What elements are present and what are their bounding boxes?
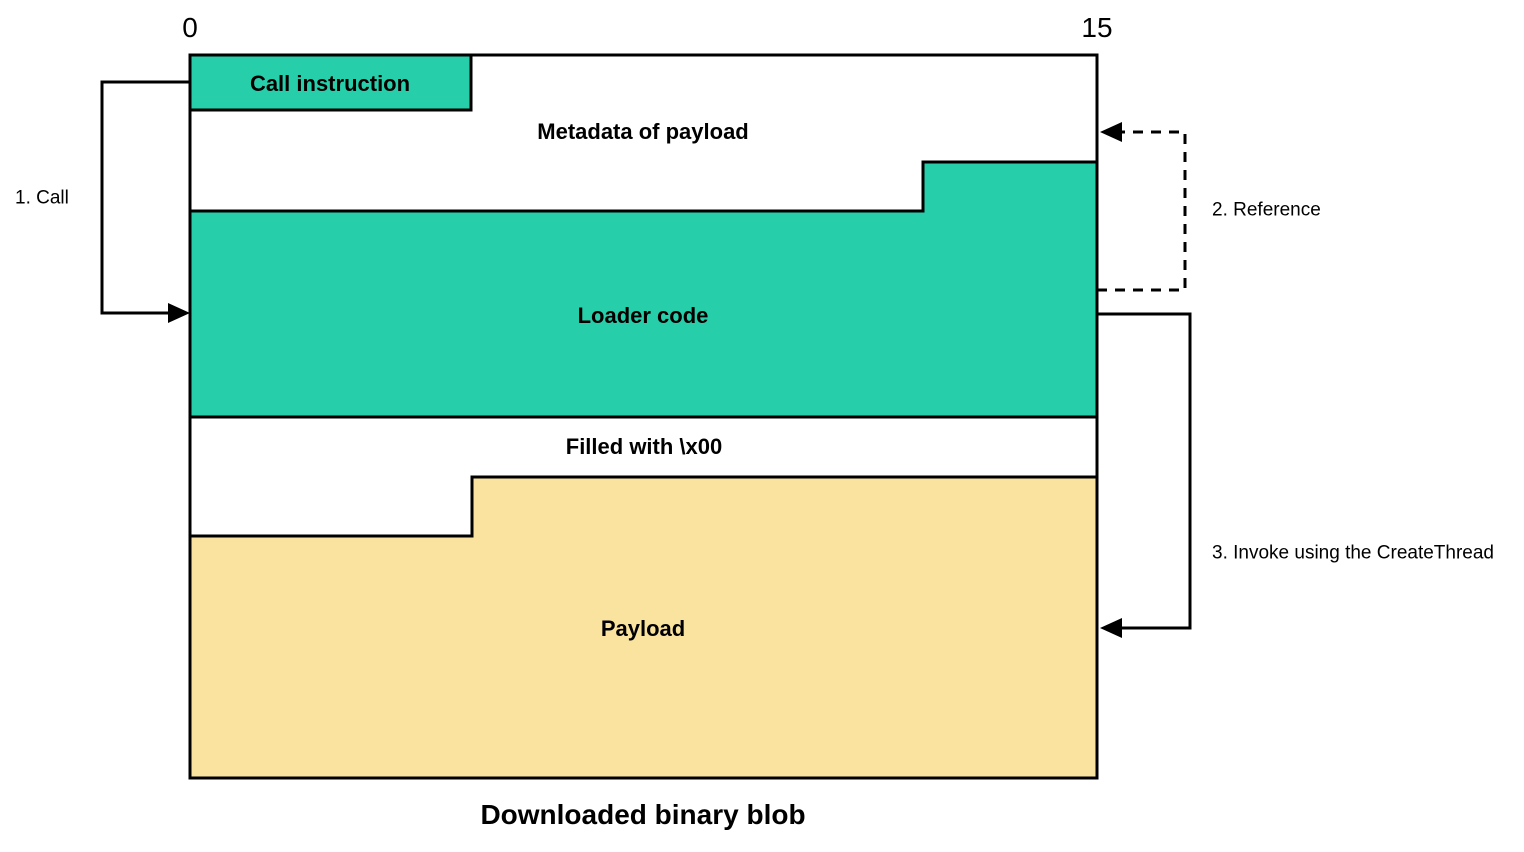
loader-code-region (188, 160, 1099, 419)
loader-code-label: Loader code (577, 303, 709, 328)
invoke-arrowhead-left-icon (1100, 618, 1122, 638)
invoke-line (1097, 312, 1192, 630)
call-instruction-label: Call instruction (249, 71, 411, 96)
offset-label-0: 0 (182, 12, 198, 43)
filled-with-x00-label: Filled with \x00 (565, 434, 723, 459)
reference-arrowhead-left-icon (1100, 122, 1122, 142)
payload-label: Payload (600, 616, 686, 641)
call-arrowhead-right-icon (168, 303, 190, 323)
call-arrow-line (100, 80, 190, 315)
diagram-caption: Downloaded binary blob (480, 799, 806, 830)
metadata-label: Metadata of payload (537, 119, 749, 144)
call-annotation: 1. Call (15, 187, 69, 209)
reference-dashed-line (1097, 130, 1187, 292)
offset-label-15: 15 (1081, 12, 1113, 43)
invoke-annotation: 3. Invoke using the CreateThread (1212, 542, 1495, 564)
reference-annotation: 2. Reference (1212, 199, 1321, 221)
payload-region (188, 475, 1099, 780)
